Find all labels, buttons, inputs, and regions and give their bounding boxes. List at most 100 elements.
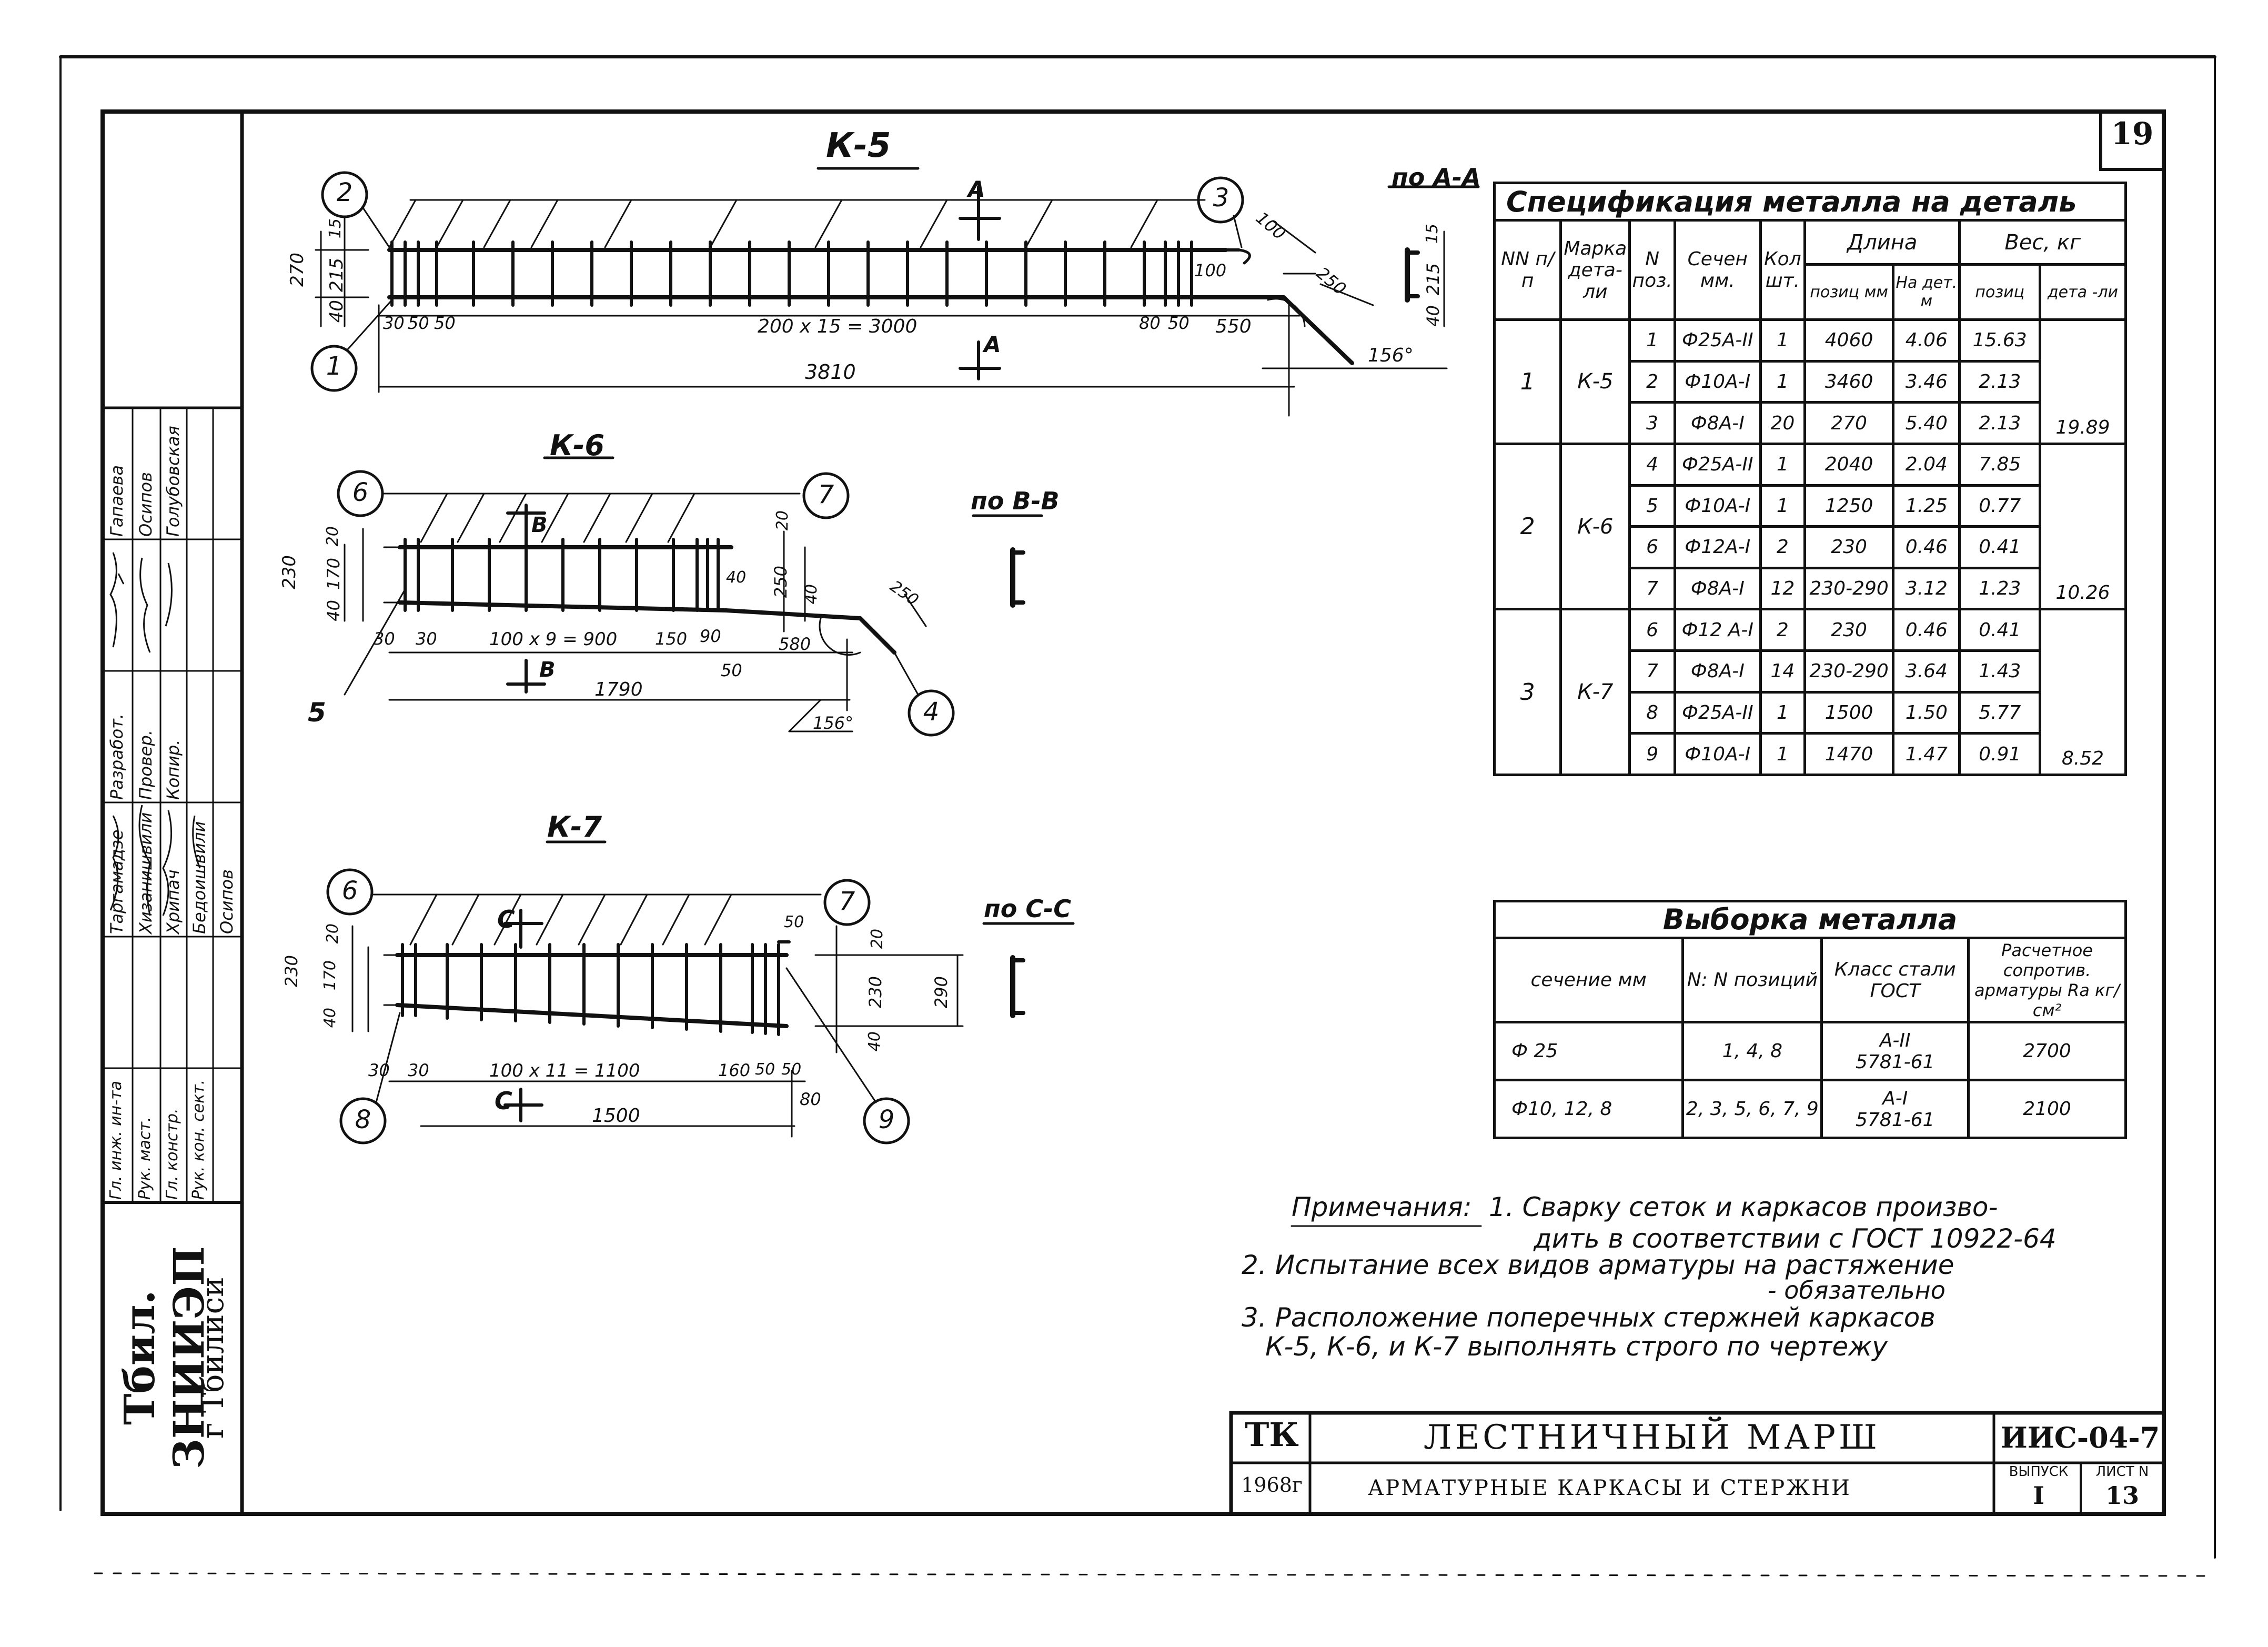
- spec-g2-n: 2: [1493, 442, 1563, 611]
- stamp-list-label: ЛИСТ N: [2095, 1464, 2149, 1480]
- k5-dim-50b: 50: [434, 313, 456, 333]
- k6-pos-6: 6: [352, 478, 369, 507]
- table-cell: 1.23: [1958, 566, 2041, 611]
- table-cell: 6: [1628, 525, 1676, 569]
- spec-g2-mark: К-6: [1559, 442, 1631, 611]
- spec-h-qty: Кол шт.: [1759, 219, 1806, 321]
- table-cell: 1: [1759, 690, 1806, 735]
- k5-dim-80: 80: [1139, 313, 1161, 333]
- table-cell: 1.25: [1892, 484, 1961, 528]
- notes-line-4: - обязательно: [1768, 1276, 1946, 1304]
- k6-section-top: В: [531, 513, 548, 537]
- k5-pos-2: 2: [336, 178, 353, 207]
- table-cell: 230-290: [1803, 649, 1895, 694]
- table-cell: 230: [1803, 608, 1895, 652]
- k5-dim-270: 270: [287, 253, 308, 287]
- table-cell: 5.77: [1958, 690, 2041, 735]
- k5-dim-50a: 50: [408, 313, 429, 333]
- k7-dim-50a: 50: [755, 1060, 775, 1079]
- table-cell: 2040: [1803, 442, 1895, 487]
- k6-dim-50: 50: [721, 660, 742, 680]
- notes-line-6: К-5, К-6, и К-7 выполнять строго по черт…: [1265, 1331, 1888, 1362]
- k5-cut-40: 40: [1423, 305, 1443, 327]
- table-cell: Ф12 А-I: [1673, 608, 1762, 652]
- k7-section-bottom: С: [495, 1087, 512, 1115]
- table-cell: 0.46: [1892, 608, 1961, 652]
- k7-dim-230: 230: [281, 955, 301, 988]
- table-cell: 4060: [1803, 318, 1895, 363]
- k5-dim-100a: 100: [1194, 260, 1227, 280]
- k7-dim-290: 290: [931, 976, 951, 1009]
- table-cell: Ф10, 12, 8: [1493, 1079, 1685, 1139]
- table-cell: 2, 3, 5, 6, 7, 9: [1681, 1079, 1823, 1139]
- notes-line-3: 2. Испытание всех видов арматуры на раст…: [1242, 1250, 1954, 1280]
- table-cell: 3.64: [1892, 649, 1961, 694]
- spec-g3-mark: К-7: [1559, 608, 1631, 776]
- table-cell: 2: [1628, 359, 1676, 404]
- k6-dim-30b: 30: [416, 629, 437, 649]
- k5-pos-1: 1: [326, 352, 342, 381]
- k6-section-bottom: В: [539, 658, 556, 682]
- vyborka-kl1: А-II: [1879, 1029, 1911, 1051]
- k6-pos-7: 7: [818, 480, 834, 509]
- k7-dim-50: 50: [784, 913, 804, 931]
- k7-cut-label: по С-С: [984, 895, 1072, 923]
- table-cell: Ф12А-I: [1673, 525, 1762, 569]
- k7-dim-50b: 50: [781, 1060, 802, 1079]
- table-cell: 1250: [1803, 484, 1895, 528]
- k7-title: К-7: [547, 810, 602, 843]
- k5-pos-3: 3: [1213, 183, 1229, 213]
- table-cell: Ф8А-I: [1673, 566, 1762, 611]
- k6-dim-150: 150: [655, 629, 688, 649]
- vyborka-h-positions: N: N позиций: [1681, 937, 1823, 1023]
- table-cell: 2: [1759, 608, 1806, 652]
- k6-dim-230: 230: [279, 555, 300, 589]
- table-cell: 230: [1803, 525, 1895, 569]
- spec-h-length: Длина: [1803, 219, 1961, 266]
- k6-dim-main: 100 x 9 = 900: [489, 629, 618, 650]
- k7-dim-30: 30: [368, 1060, 390, 1080]
- table-cell: 0.91: [1958, 732, 2041, 776]
- k6-dim-total: 1790: [594, 679, 643, 700]
- side-name-b: Осипов: [136, 472, 156, 537]
- table-cell: 1.47: [1892, 732, 1961, 776]
- table-cell: 8: [1628, 690, 1676, 735]
- table-cell: Ф25А-II: [1673, 318, 1762, 363]
- vyborka-table: Выборка металла сечение мм N: N позиций …: [1493, 900, 2127, 1139]
- table-cell: 1470: [1803, 732, 1895, 776]
- table-cell: Ф10А-I: [1673, 732, 1762, 776]
- k5-dim-30: 30: [383, 313, 405, 333]
- table-cell: 1.50: [1892, 690, 1961, 735]
- table-cell: 3: [1628, 401, 1676, 445]
- spec-g1-total: 19.89: [2038, 318, 2128, 445]
- k7-pos-8: 8: [355, 1105, 371, 1134]
- side-role: Гл. констр.: [163, 1108, 182, 1200]
- k6-dim-20b: 20: [773, 510, 792, 531]
- table-cell: 1: [1759, 442, 1806, 487]
- notes-line-2: дить в соответствии с ГОСТ 10922-64: [1534, 1223, 2057, 1254]
- page-number: 19: [2111, 116, 2154, 152]
- table-cell: 0.41: [1958, 525, 2041, 569]
- k7-dim-170: 170: [321, 960, 339, 991]
- k5-cut-15: 15: [1423, 224, 1442, 244]
- table-cell: 3.12: [1892, 566, 1961, 611]
- k7-dim-160: 160: [718, 1060, 751, 1080]
- table-cell: 4.06: [1892, 318, 1961, 363]
- table-cell: 2100: [1967, 1079, 2127, 1139]
- table-cell: 2.13: [1958, 401, 2041, 445]
- spec-g1-n: 1: [1493, 318, 1563, 445]
- k6-dim-40: 40: [324, 600, 344, 621]
- spec-h-mark: Марка дета- ли: [1559, 219, 1631, 321]
- k5-dim-15: 15: [326, 218, 345, 239]
- k7-dim-20: 20: [324, 923, 342, 944]
- side-name-b: Голубовская: [163, 426, 183, 537]
- table-cell: Ф8А-I: [1673, 401, 1762, 445]
- spec-h-len-det: На дет. м: [1892, 263, 1961, 321]
- k6-pos-4: 4: [923, 697, 940, 727]
- table-cell: 7: [1628, 566, 1676, 611]
- table-cell: 15.63: [1958, 318, 2041, 363]
- table-cell: 1.43: [1958, 649, 2041, 694]
- spec-g3-total: 8.52: [2038, 608, 2128, 776]
